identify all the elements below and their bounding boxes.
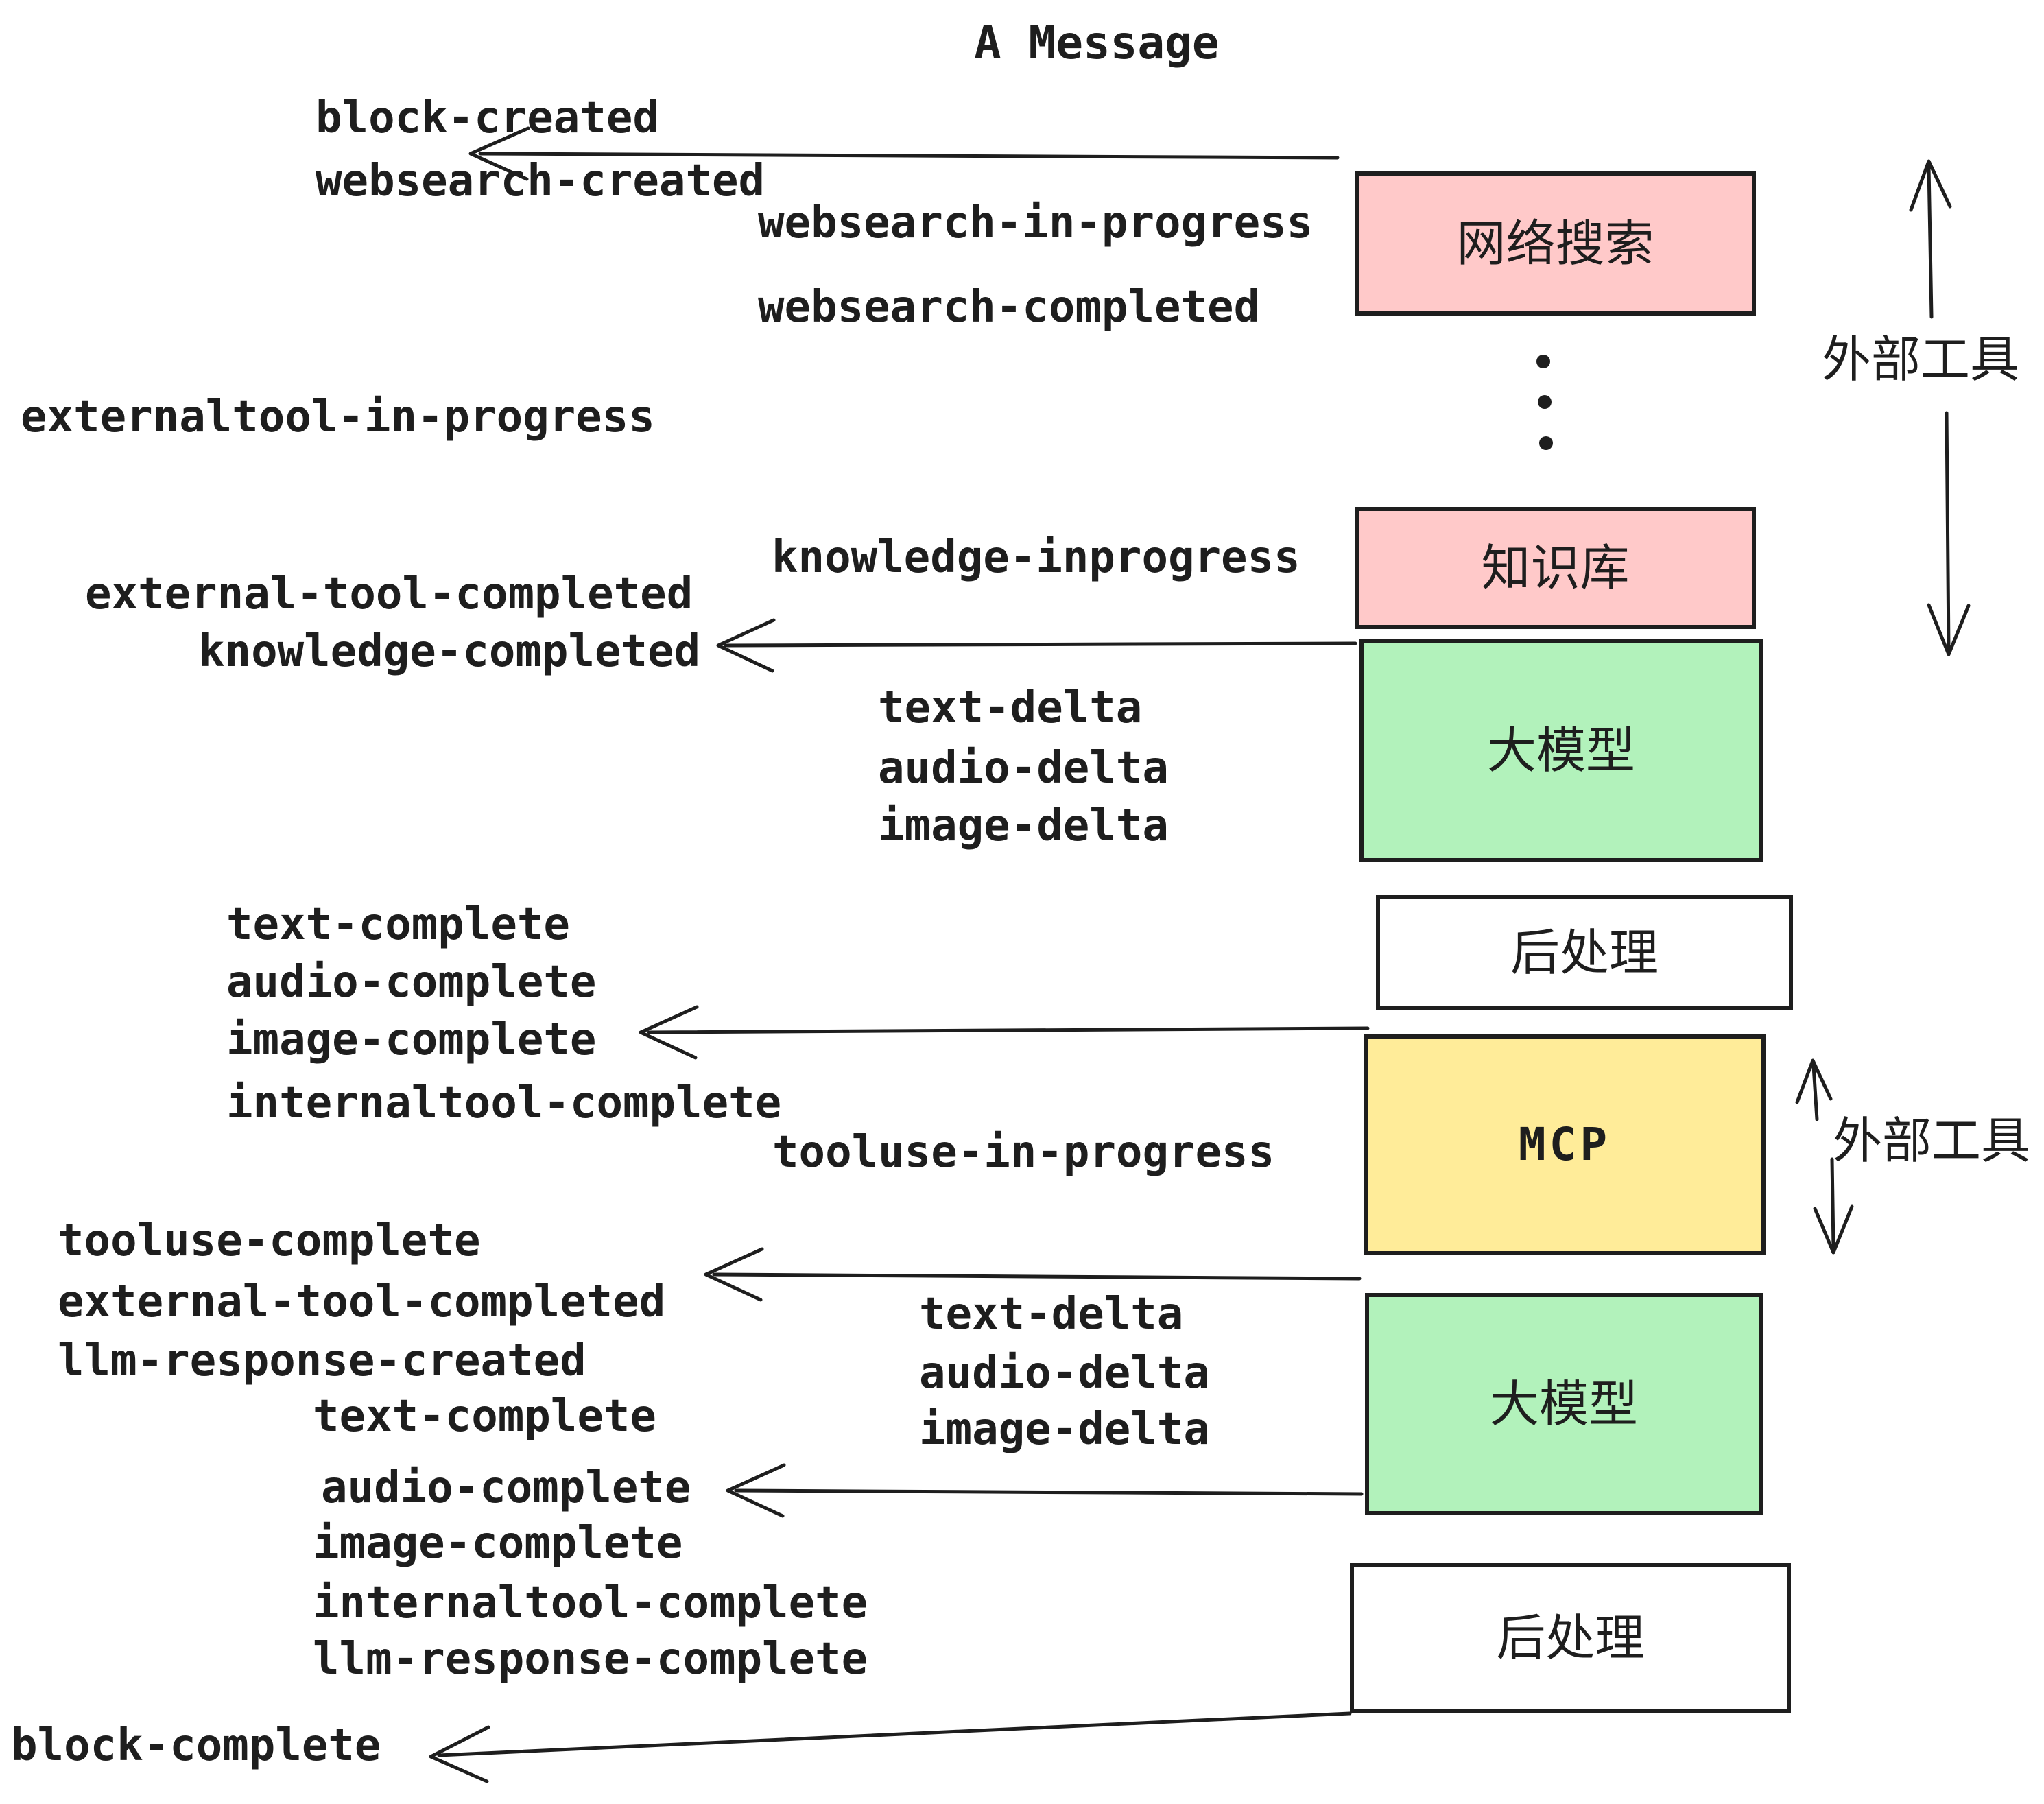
page-title: A Message [974, 16, 1220, 69]
box-websearch: 网络搜索 [1355, 171, 1756, 316]
event-text-delta-2: text-delta [919, 1289, 1184, 1340]
arrow-knowledge-completed [716, 618, 1357, 673]
label-external-tools-top: 外部工具 [1822, 331, 2020, 388]
event-internaltool-complete-1: internaltool-complete [226, 1078, 782, 1128]
event-audio-delta-1: audio-delta [878, 743, 1169, 794]
event-external-tool-completed-1: external-tool-completed [85, 569, 693, 619]
arrow-audio-complete [726, 1463, 1364, 1518]
arrow-image-complete [639, 1005, 1370, 1060]
event-block-created: block-created [316, 93, 659, 143]
event-audio-delta-2: audio-delta [919, 1348, 1210, 1399]
box-knowledge: 知识库 [1355, 507, 1756, 629]
box-knowledge-label: 知识库 [1481, 539, 1630, 597]
box-post-top: 后处理 [1376, 895, 1793, 1010]
box-post-bottom-label: 后处理 [1496, 1609, 1645, 1667]
event-audio-complete-1: audio-complete [226, 957, 597, 1008]
event-websearch-in-progress: websearch-in-progress [758, 198, 1314, 248]
box-llm-top: 大模型 [1359, 639, 1763, 862]
event-tooluse-complete: tooluse-complete [58, 1215, 481, 1266]
event-image-delta-1: image-delta [878, 800, 1169, 851]
event-audio-complete-2: audio-complete [321, 1462, 691, 1513]
box-llm-top-label: 大模型 [1486, 722, 1635, 779]
arrow-external-tools-top-up [1909, 159, 1952, 319]
arrow-block-complete [429, 1711, 1352, 1783]
box-mcp: MCP [1364, 1034, 1766, 1255]
event-block-complete: block-complete [11, 1720, 381, 1771]
box-websearch-label: 网络搜索 [1456, 215, 1654, 272]
box-post-bottom: 后处理 [1350, 1563, 1791, 1713]
event-internaltool-complete-2: internaltool-complete [313, 1578, 868, 1628]
event-llm-response-complete: llm-response-complete [313, 1634, 868, 1685]
event-knowledge-completed: knowledge-completed [198, 626, 701, 677]
event-image-complete-2: image-complete [313, 1518, 683, 1569]
arrow-external-tools-top-down [1927, 411, 1971, 656]
event-knowledge-inprogress: knowledge-inprogress [772, 532, 1300, 583]
event-external-tool-completed-2: external-tool-completed [58, 1277, 666, 1327]
event-llm-response-created: llm-response-created [58, 1336, 586, 1386]
box-llm-bottom-label: 大模型 [1489, 1375, 1638, 1433]
event-text-delta-1: text-delta [878, 683, 1143, 733]
ellipsis-dots [1536, 355, 1553, 450]
label-external-tools-mcp: 外部工具 [1833, 1112, 2031, 1170]
event-websearch-completed: websearch-completed [758, 282, 1261, 333]
event-tooluse-in-progress: tooluse-in-progress [772, 1127, 1275, 1178]
event-image-complete-1: image-complete [226, 1014, 597, 1065]
event-text-complete-1: text-complete [226, 899, 570, 950]
arrow-external-tools-mcp-up [1795, 1058, 1833, 1121]
box-llm-bottom: 大模型 [1365, 1293, 1763, 1515]
box-post-top-label: 后处理 [1510, 924, 1659, 982]
event-websearch-created: websearch-created [316, 156, 765, 206]
event-image-delta-2: image-delta [919, 1404, 1210, 1455]
arrow-external-tools-mcp-down [1813, 1157, 1854, 1255]
event-externaltool-in-progress: externaltool-in-progress [21, 392, 655, 442]
event-text-complete-2: text-complete [313, 1391, 656, 1442]
box-mcp-label: MCP [1518, 1118, 1611, 1171]
